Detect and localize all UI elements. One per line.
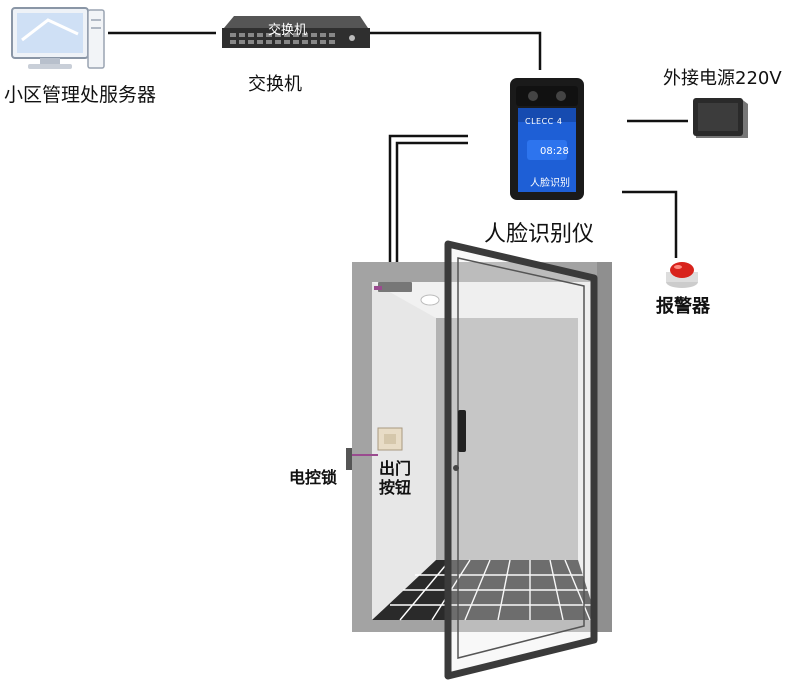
line-face-alarm [622, 190, 678, 258]
line-face-lock-2 [395, 141, 468, 282]
switch-icon [222, 16, 370, 48]
door-scene [346, 240, 612, 680]
switch-label: 交换机 [248, 74, 302, 95]
face-recognition-device-icon [510, 78, 584, 200]
power-supply-icon [693, 98, 748, 138]
screen-brand-text: CLECC 4 [525, 117, 563, 126]
alarm-label: 报警器 [656, 296, 710, 317]
power-supply-label: 外接电源220V [663, 68, 782, 89]
server-label: 小区管理处服务器 [4, 84, 157, 106]
face-device-label: 人脸识别仪 [484, 222, 595, 247]
alarm-icon [666, 262, 698, 288]
screen-time-text: 08:28 [540, 146, 569, 157]
screen-bottom-text: 人脸识别 [530, 178, 570, 189]
switch-printed-text: 交换机 [268, 23, 308, 38]
line-face-lock-1 [388, 134, 468, 282]
exit-button-label: 出门按钮 [379, 459, 412, 497]
electric-lock-label: 电控锁 [289, 468, 338, 487]
server-icon [11, 7, 105, 69]
line-switch-face [370, 31, 542, 70]
